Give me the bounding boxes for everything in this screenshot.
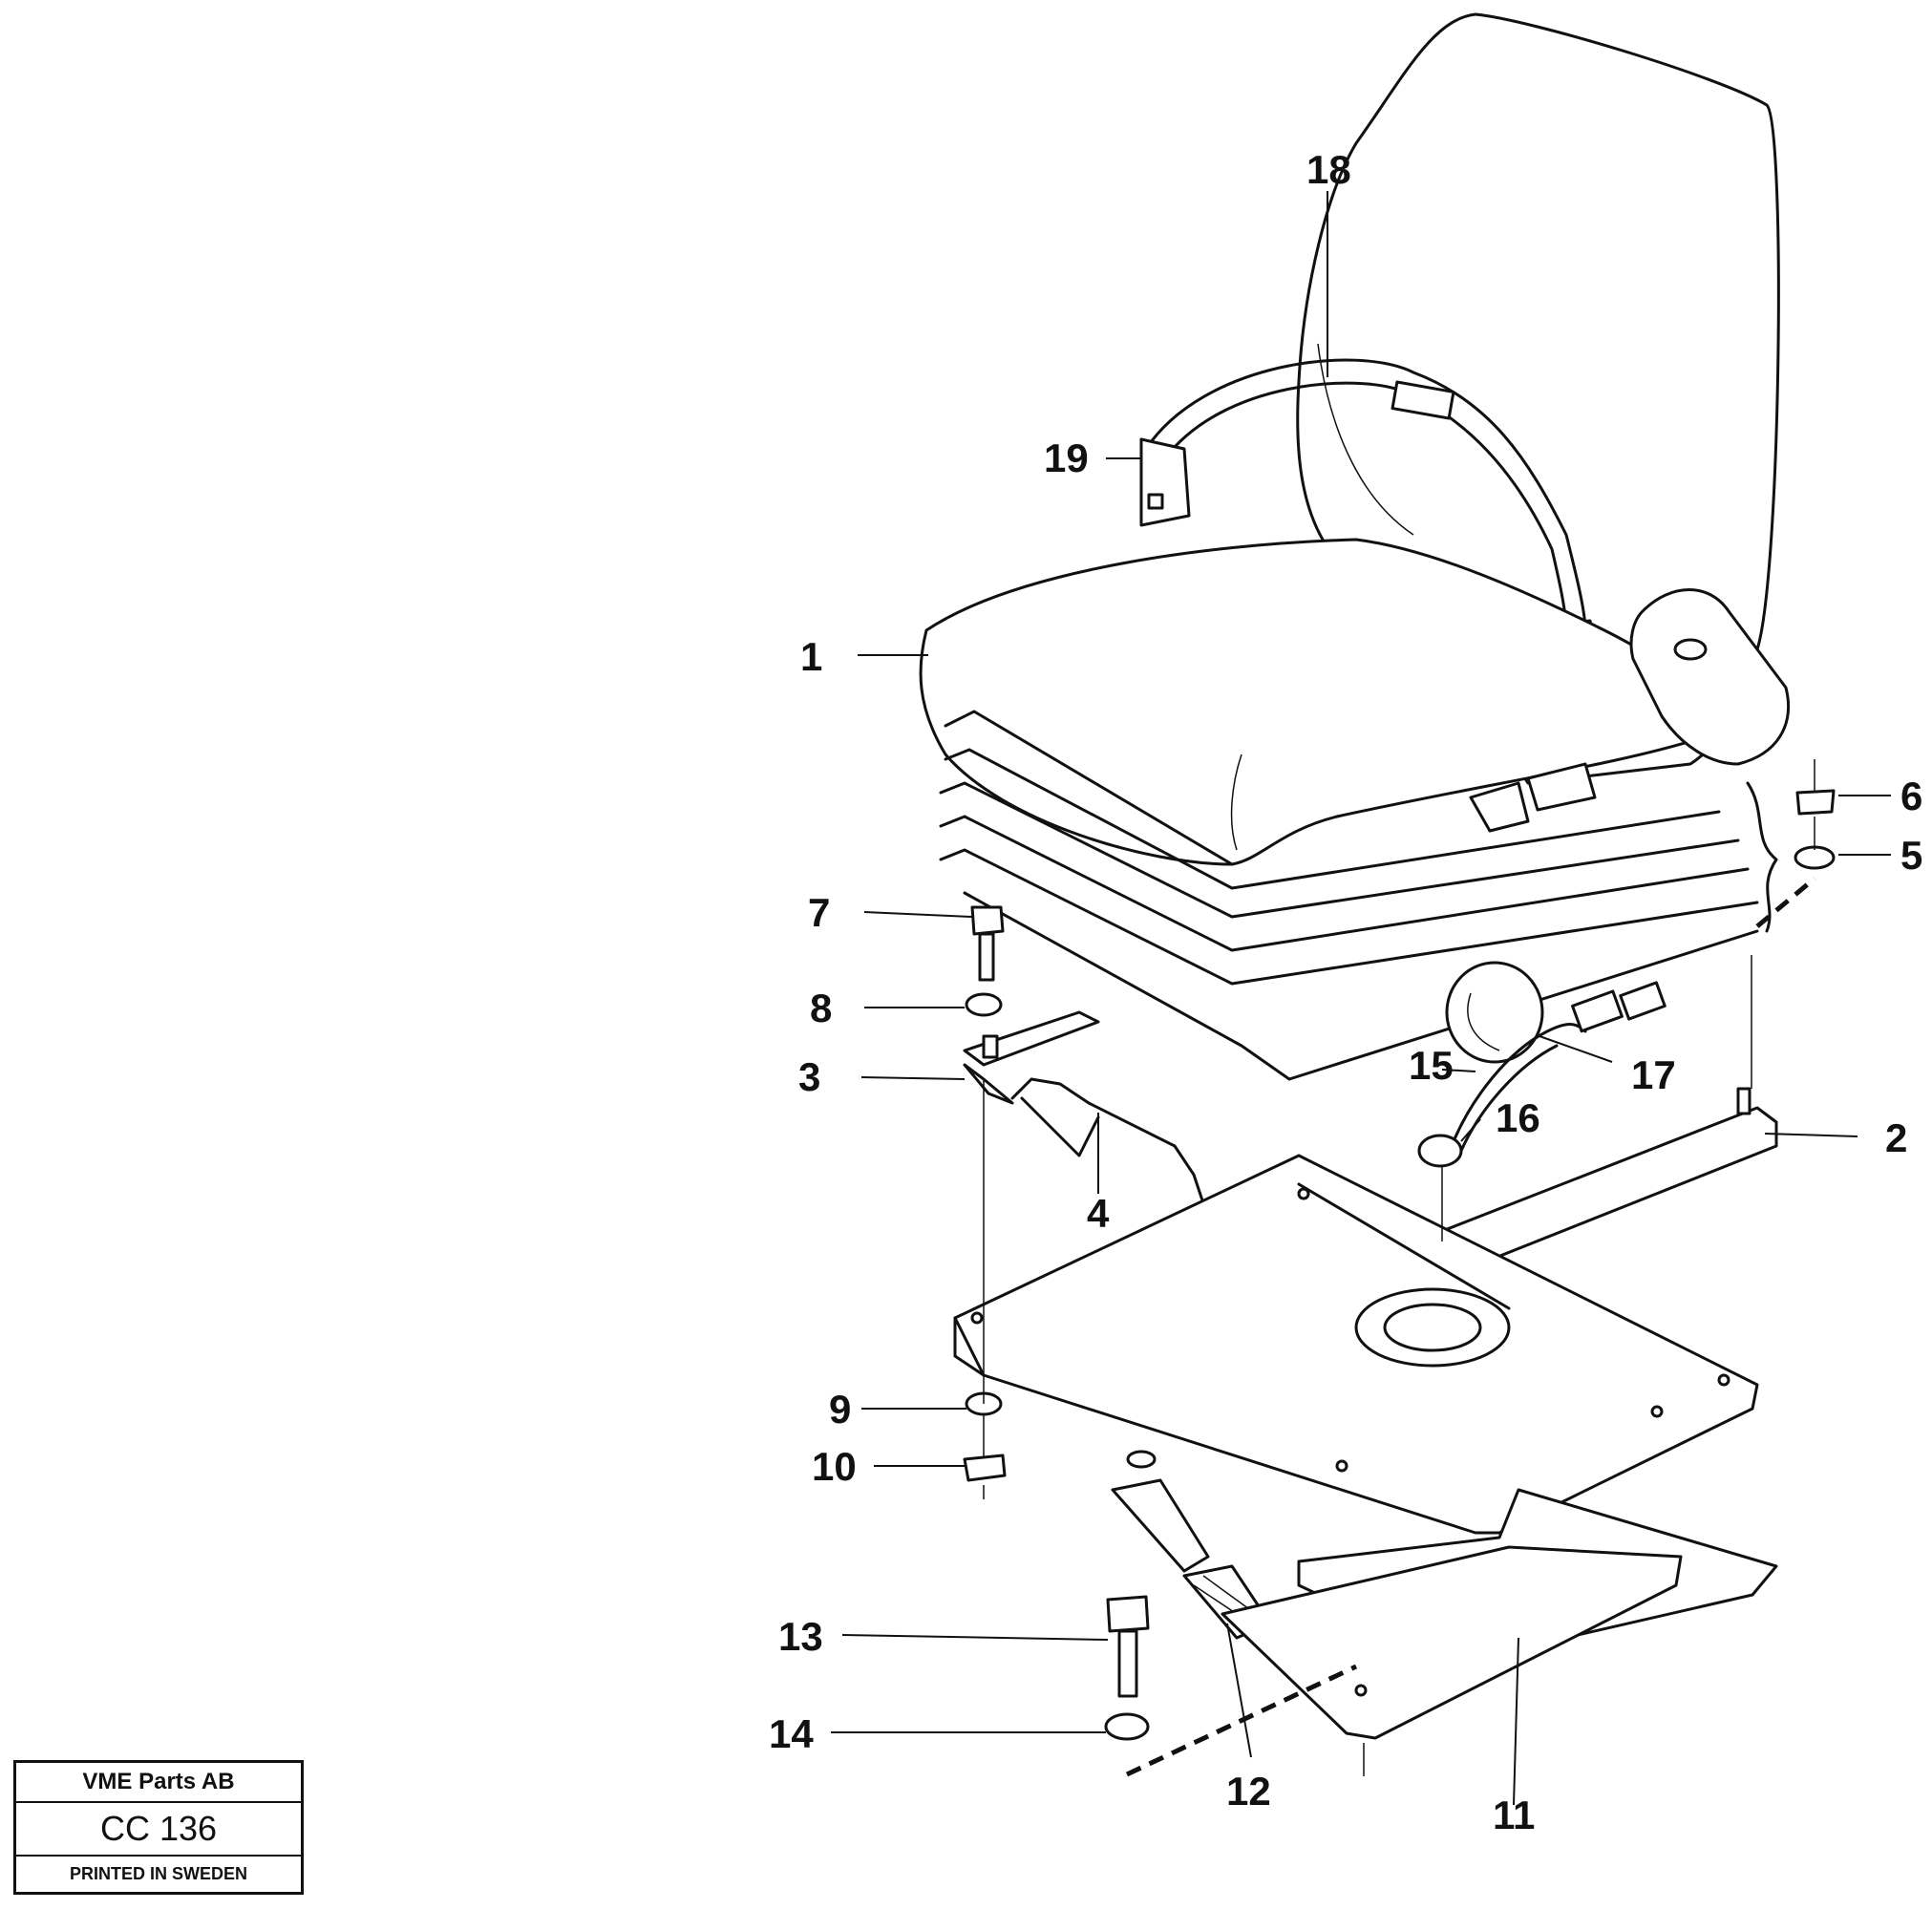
callout-6: 6: [1900, 774, 1922, 818]
callout-4: 4: [1087, 1191, 1110, 1236]
title-block-company: VME Parts AB: [16, 1763, 301, 1803]
leader-lines: [831, 191, 1891, 1806]
callout-1: 1: [800, 634, 822, 679]
callout-5: 5: [1900, 833, 1922, 878]
washer-8: [965, 992, 1003, 1017]
callout-12: 12: [1226, 1769, 1271, 1814]
callout-13: 13: [778, 1614, 823, 1659]
nut-6: [1795, 789, 1836, 816]
suspension-bellows: [939, 710, 1778, 1081]
title-block-code: CC 136: [16, 1803, 301, 1857]
callout-18: 18: [1306, 147, 1351, 192]
washer-5: [1794, 845, 1836, 870]
callout-14: 14: [769, 1711, 814, 1756]
callout-10: 10: [812, 1444, 857, 1489]
callout-17: 17: [1631, 1052, 1676, 1097]
callout-8: 8: [810, 986, 832, 1030]
slide-rail-left: [963, 1010, 1100, 1105]
callout-9: 9: [829, 1387, 851, 1432]
title-block: VME Parts AB CC 136 PRINTED IN SWEDEN: [13, 1760, 304, 1895]
bottom-plate: [1221, 1545, 1683, 1740]
callout-15: 15: [1409, 1043, 1454, 1088]
adjust-knob: [1445, 961, 1544, 1064]
callout-7: 7: [808, 890, 830, 935]
callout-16: 16: [1496, 1095, 1540, 1140]
callout-3: 3: [798, 1054, 820, 1099]
wire-harness: [1417, 981, 1667, 1168]
callout-19: 19: [1044, 435, 1089, 480]
callout-2: 2: [1885, 1115, 1907, 1160]
callout-11: 11: [1493, 1793, 1535, 1837]
nut-10: [963, 1454, 1007, 1482]
fastener-bolt-13: [1106, 1595, 1150, 1698]
washer-14: [1104, 1712, 1150, 1741]
fastener-bolt-7: [970, 905, 1005, 982]
side-cushion: [1629, 588, 1791, 766]
title-block-printed: PRINTED IN SWEDEN: [69, 1864, 247, 1883]
